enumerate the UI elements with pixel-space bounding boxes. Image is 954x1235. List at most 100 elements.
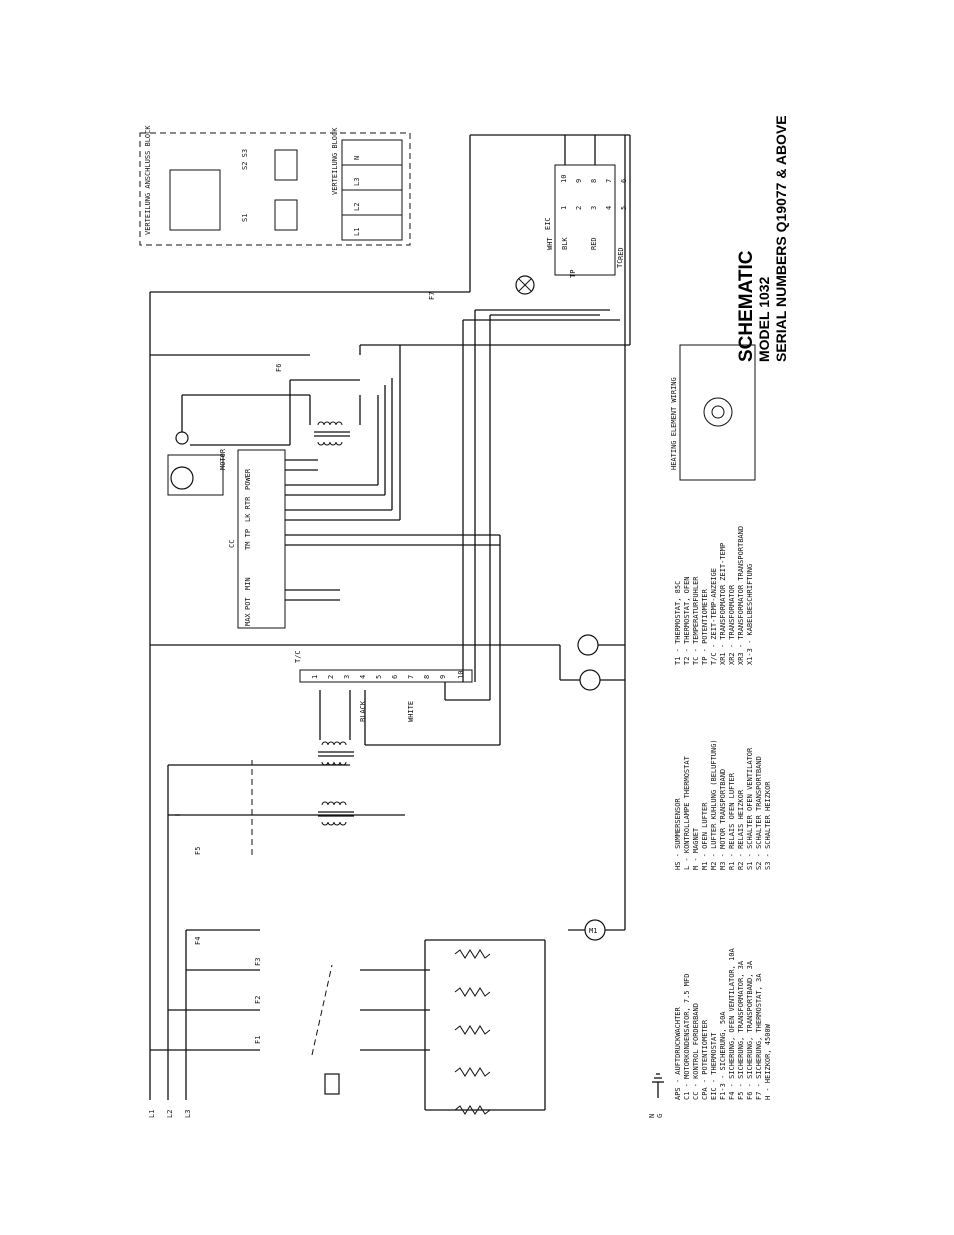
tc-pin: 2 xyxy=(327,675,335,679)
legend-item: CPA - POTENTIOMETER xyxy=(701,1019,709,1100)
eic-wire: BLK xyxy=(561,237,569,250)
tc-pin: 6 xyxy=(391,675,399,679)
eic-wire: RED xyxy=(590,237,598,250)
fuse-f5-label: F5 xyxy=(194,847,202,855)
tc-pin: 1 xyxy=(311,675,319,679)
legend-item: M1 - OFEN LUFTER xyxy=(701,802,709,870)
eic-tc-label: TC xyxy=(616,260,624,268)
legend-item: S2 - SCHALTER TRANSPORTBAND xyxy=(755,756,763,870)
tc-board: T/C 1 2 3 4 5 6 7 8 9 10 BLACK WHITE xyxy=(294,310,491,722)
conveyor-motor-m3 xyxy=(170,466,194,490)
legend-item: XR2 - TRANSFORMATOR xyxy=(728,584,736,665)
legend-item: S1 - SCHALTER OFEN VENTILATOR xyxy=(746,747,754,870)
tc-pin: 8 xyxy=(423,675,431,679)
legend-item: X1-3 - KABELBESCHRIFTUNG xyxy=(746,564,754,665)
block-terminal-n: N xyxy=(353,156,361,160)
legend-item: T2 - THERMOSTAT, OFEN xyxy=(683,576,691,665)
legend-item: M3 - MOTOR TRANSPORTBAND xyxy=(719,769,727,870)
controller-label: CC xyxy=(228,540,236,548)
tc-pin: 3 xyxy=(343,675,351,679)
conveyor-controller: CC MAX POT MIN TM TP LK RTR POWER MOTOR xyxy=(167,345,500,629)
legend-item: TP - POTENTIOMETER xyxy=(701,588,709,665)
tc-board-label: T/C xyxy=(294,650,302,663)
transformer-section xyxy=(175,535,501,855)
serial-numbers: SERIAL NUMBERS Q19077 & ABOVE xyxy=(773,115,789,362)
switch-s2-s3-symbol xyxy=(274,149,298,181)
block-terminal-l3: L3 xyxy=(353,178,361,186)
legend-item: C1 - MOTORKONDENSATOR, 7.5 MFD xyxy=(683,974,691,1100)
legend-item: S3 - SCHALTER HEIZKOR xyxy=(764,781,772,870)
eic-thermostat: EIC 1 2 3 4 5 10 9 8 7 6 WHT BLK RED RED… xyxy=(544,135,628,278)
distribution-terminal-label: VERTEILUNG ANSCHLUSS BLOCK xyxy=(144,125,152,235)
distribution-block-label: VERTEILUNG BLOCK xyxy=(331,127,339,195)
fuse-f6-label: F6 xyxy=(275,364,283,372)
legend-item: F4 - SICHERUNG, OFEN VENTILATOR, 10A xyxy=(728,947,736,1100)
legend-item: APS - AUFTDRUCKWACHTER xyxy=(674,1006,682,1100)
legend-column-3: T1 - THERMOSTAT, 85C T2 - THERMOSTAT, OF… xyxy=(674,526,754,665)
cooling-fan-m2 xyxy=(579,669,601,691)
fuse-f1-label: F1 xyxy=(254,1036,262,1044)
controller-row: LK RTR xyxy=(244,496,252,522)
switch-s2-s3-label: S2 S3 xyxy=(241,149,249,170)
tc-pin: 9 xyxy=(439,675,447,679)
legend-item: L - KONTROLLAMPE THERMOSTAT xyxy=(683,755,691,870)
legend-item: F5 - SICHERUNG, TRANSFORMATOR, 3A xyxy=(737,960,745,1100)
fuse-f7-label: F7 xyxy=(428,292,436,300)
switch-lines xyxy=(175,134,631,356)
legend-item: F7 - SICHERUNG, THERMOSTAT, 3A xyxy=(755,973,763,1100)
legend-item: R1 - RELAIS OFEN LUFTER xyxy=(728,772,736,870)
legend-item: T/C - ZEIT-TEMP-ANZEIGE xyxy=(710,568,718,665)
model-number: MODEL 1032 xyxy=(756,276,772,362)
tc-wire-black: BLACK xyxy=(359,700,367,722)
relay-r1 xyxy=(577,634,599,656)
tc-wire-white: WHITE xyxy=(407,701,415,722)
eic-wire: WHT xyxy=(546,237,554,250)
block-terminal-l1: L1 xyxy=(353,228,361,236)
legend-item: F1-3 - SICHERUNG, 50A xyxy=(719,1011,727,1100)
tc-pin: 10 xyxy=(457,671,465,679)
eic-pins: 1 2 3 4 5 10 9 8 7 6 xyxy=(560,175,628,210)
tc-board-box xyxy=(299,669,473,683)
switch-s1-label: S1 xyxy=(241,214,249,222)
controller-row: POT xyxy=(244,597,252,610)
power-lines: L1 L2 L3 N G xyxy=(148,291,664,1118)
legend-item: M - MAGNET xyxy=(692,827,700,870)
heater-section: M1 xyxy=(150,919,625,1115)
line-l1-label: L1 xyxy=(148,1110,156,1118)
heater-elements xyxy=(360,939,546,1115)
tc-pin: 5 xyxy=(375,675,383,679)
legend-item: CC - KONTROL FORDERBAND xyxy=(692,1003,700,1100)
legend-item: HS - SUMMERSENSOR xyxy=(674,798,682,870)
legend-item: XR1 - TRANSFORMATOR ZEIT-TEMP xyxy=(719,543,727,665)
line-l3-label: L3 xyxy=(184,1110,192,1118)
heating-element-wiring-inset: HEATING ELEMENT WIRING xyxy=(670,344,756,481)
controller-row: TM TP xyxy=(244,529,252,550)
buzzer-sensor-hs xyxy=(175,431,189,445)
tc-pin: 4 xyxy=(359,675,367,679)
eic-pin: 3 xyxy=(590,206,598,210)
eic-label: EIC xyxy=(544,217,552,230)
fan-motor-m1: M1 xyxy=(568,919,625,941)
fuse-f2-label: F2 xyxy=(254,996,262,1004)
relay-coils xyxy=(559,135,626,930)
distribution-enclosure xyxy=(139,132,411,246)
eic-pin: 4 xyxy=(605,206,613,210)
heater-relay-r2 xyxy=(324,1073,340,1095)
switch-s1-symbol xyxy=(274,199,298,231)
eic-box xyxy=(554,164,616,276)
relay-r2-coil xyxy=(324,1073,340,1095)
block-terminal-l2: L2 xyxy=(353,203,361,211)
transformer-xr3 xyxy=(175,379,361,446)
legend-item: R2 - RELAIS HEIZKOR xyxy=(737,789,745,870)
svg-text:M1: M1 xyxy=(589,927,597,935)
heating-element-wiring-box xyxy=(679,344,756,481)
fuse-f3-label: F3 xyxy=(254,958,262,966)
legend-column-1: APS - AUFTDRUCKWACHTER C1 - MOTORKONDENS… xyxy=(674,947,772,1100)
controller-cc-box xyxy=(237,449,286,629)
eic-pin: 1 xyxy=(560,206,568,210)
legend-item: EIC - THERMOSTAT xyxy=(710,1032,718,1100)
controller-rows: MAX POT MIN TM TP LK RTR POWER MOTOR xyxy=(219,448,252,626)
legend-item: F6 - SICHERUNG, TRANSPORTBAND, 3A xyxy=(746,960,754,1100)
neutral-label: N xyxy=(648,1114,656,1118)
